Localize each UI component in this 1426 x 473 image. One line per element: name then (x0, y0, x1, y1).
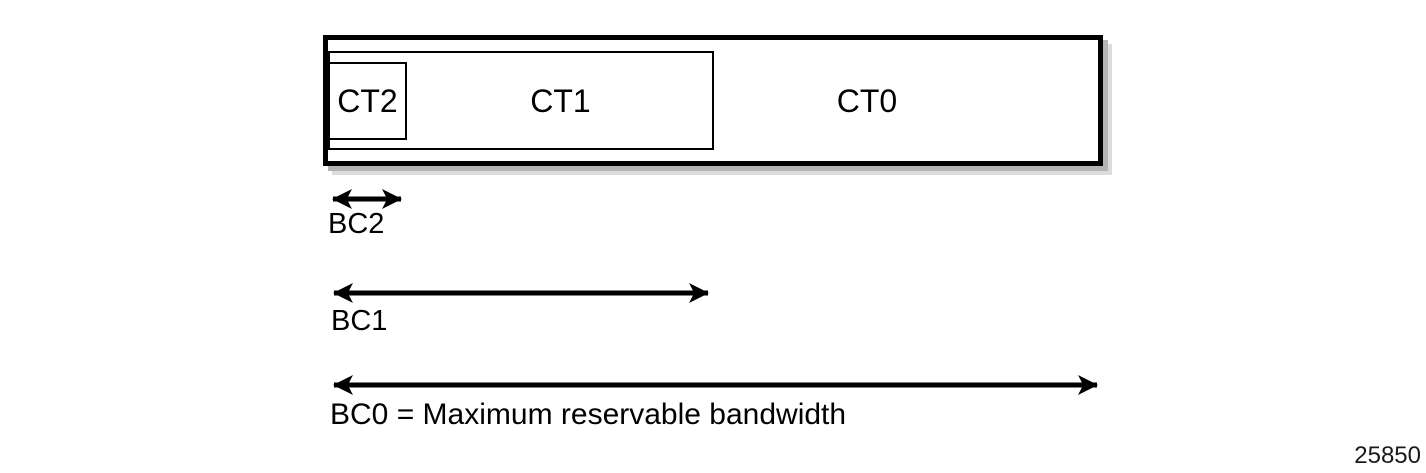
ct2-box: CT2 (328, 62, 407, 140)
ct0-label-zone: CT0 (714, 35, 1020, 166)
bc1-label: BC1 (331, 305, 388, 337)
ct1-label-zone: CT1 (407, 51, 714, 150)
ct2-label: CT2 (337, 83, 398, 119)
ct1-label: CT1 (530, 82, 591, 119)
figure-number: 25850 (1354, 442, 1421, 469)
bc2-label: BC2 (328, 208, 385, 240)
bc0-label: BC0 = Maximum reservable bandwidth (330, 398, 847, 431)
ct0-label: CT0 (836, 82, 898, 119)
